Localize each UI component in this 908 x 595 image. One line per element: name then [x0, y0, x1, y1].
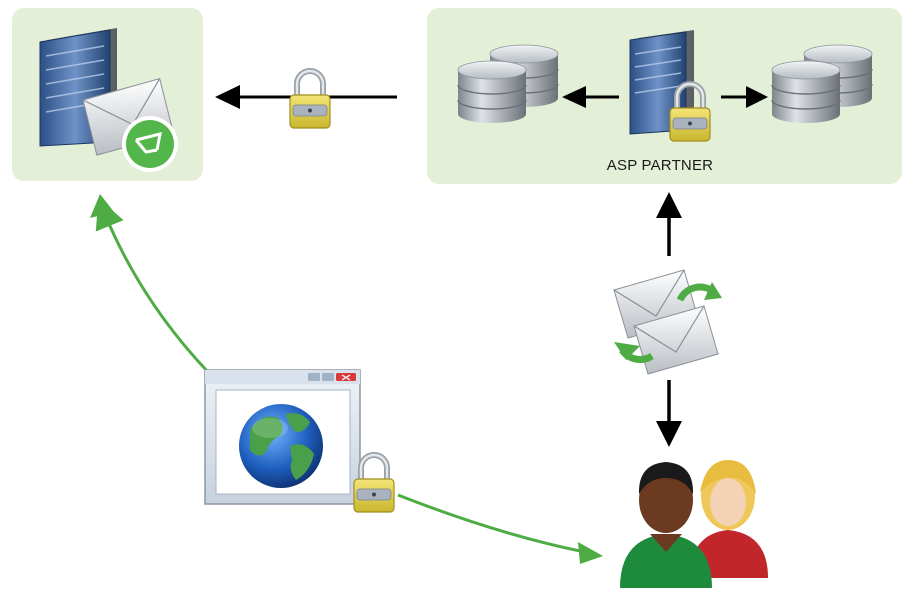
- arrow-down-to-users: [656, 380, 682, 447]
- arrow-up-to-asp-partner: [656, 192, 682, 256]
- padlock-icon: [290, 71, 330, 128]
- asp-partner-label: ASP PARTNER: [606, 157, 714, 174]
- green-arrowhead: [90, 194, 114, 218]
- users-icon: [620, 460, 768, 588]
- envelope-sync-icon: [613, 269, 722, 375]
- green-arrowhead: [578, 542, 603, 564]
- padlock-icon: [354, 455, 394, 512]
- database-icon: [771, 44, 873, 124]
- arrow-server-to-left-database: [562, 86, 619, 108]
- database-icon: [457, 44, 559, 124]
- arrow-server-to-right-database: [721, 86, 768, 108]
- green-arrow-to-users: [397, 493, 586, 554]
- green-arrow-to-mail-server: [95, 198, 210, 374]
- globe-icon: [239, 404, 323, 488]
- mail-server-icon: [39, 28, 178, 172]
